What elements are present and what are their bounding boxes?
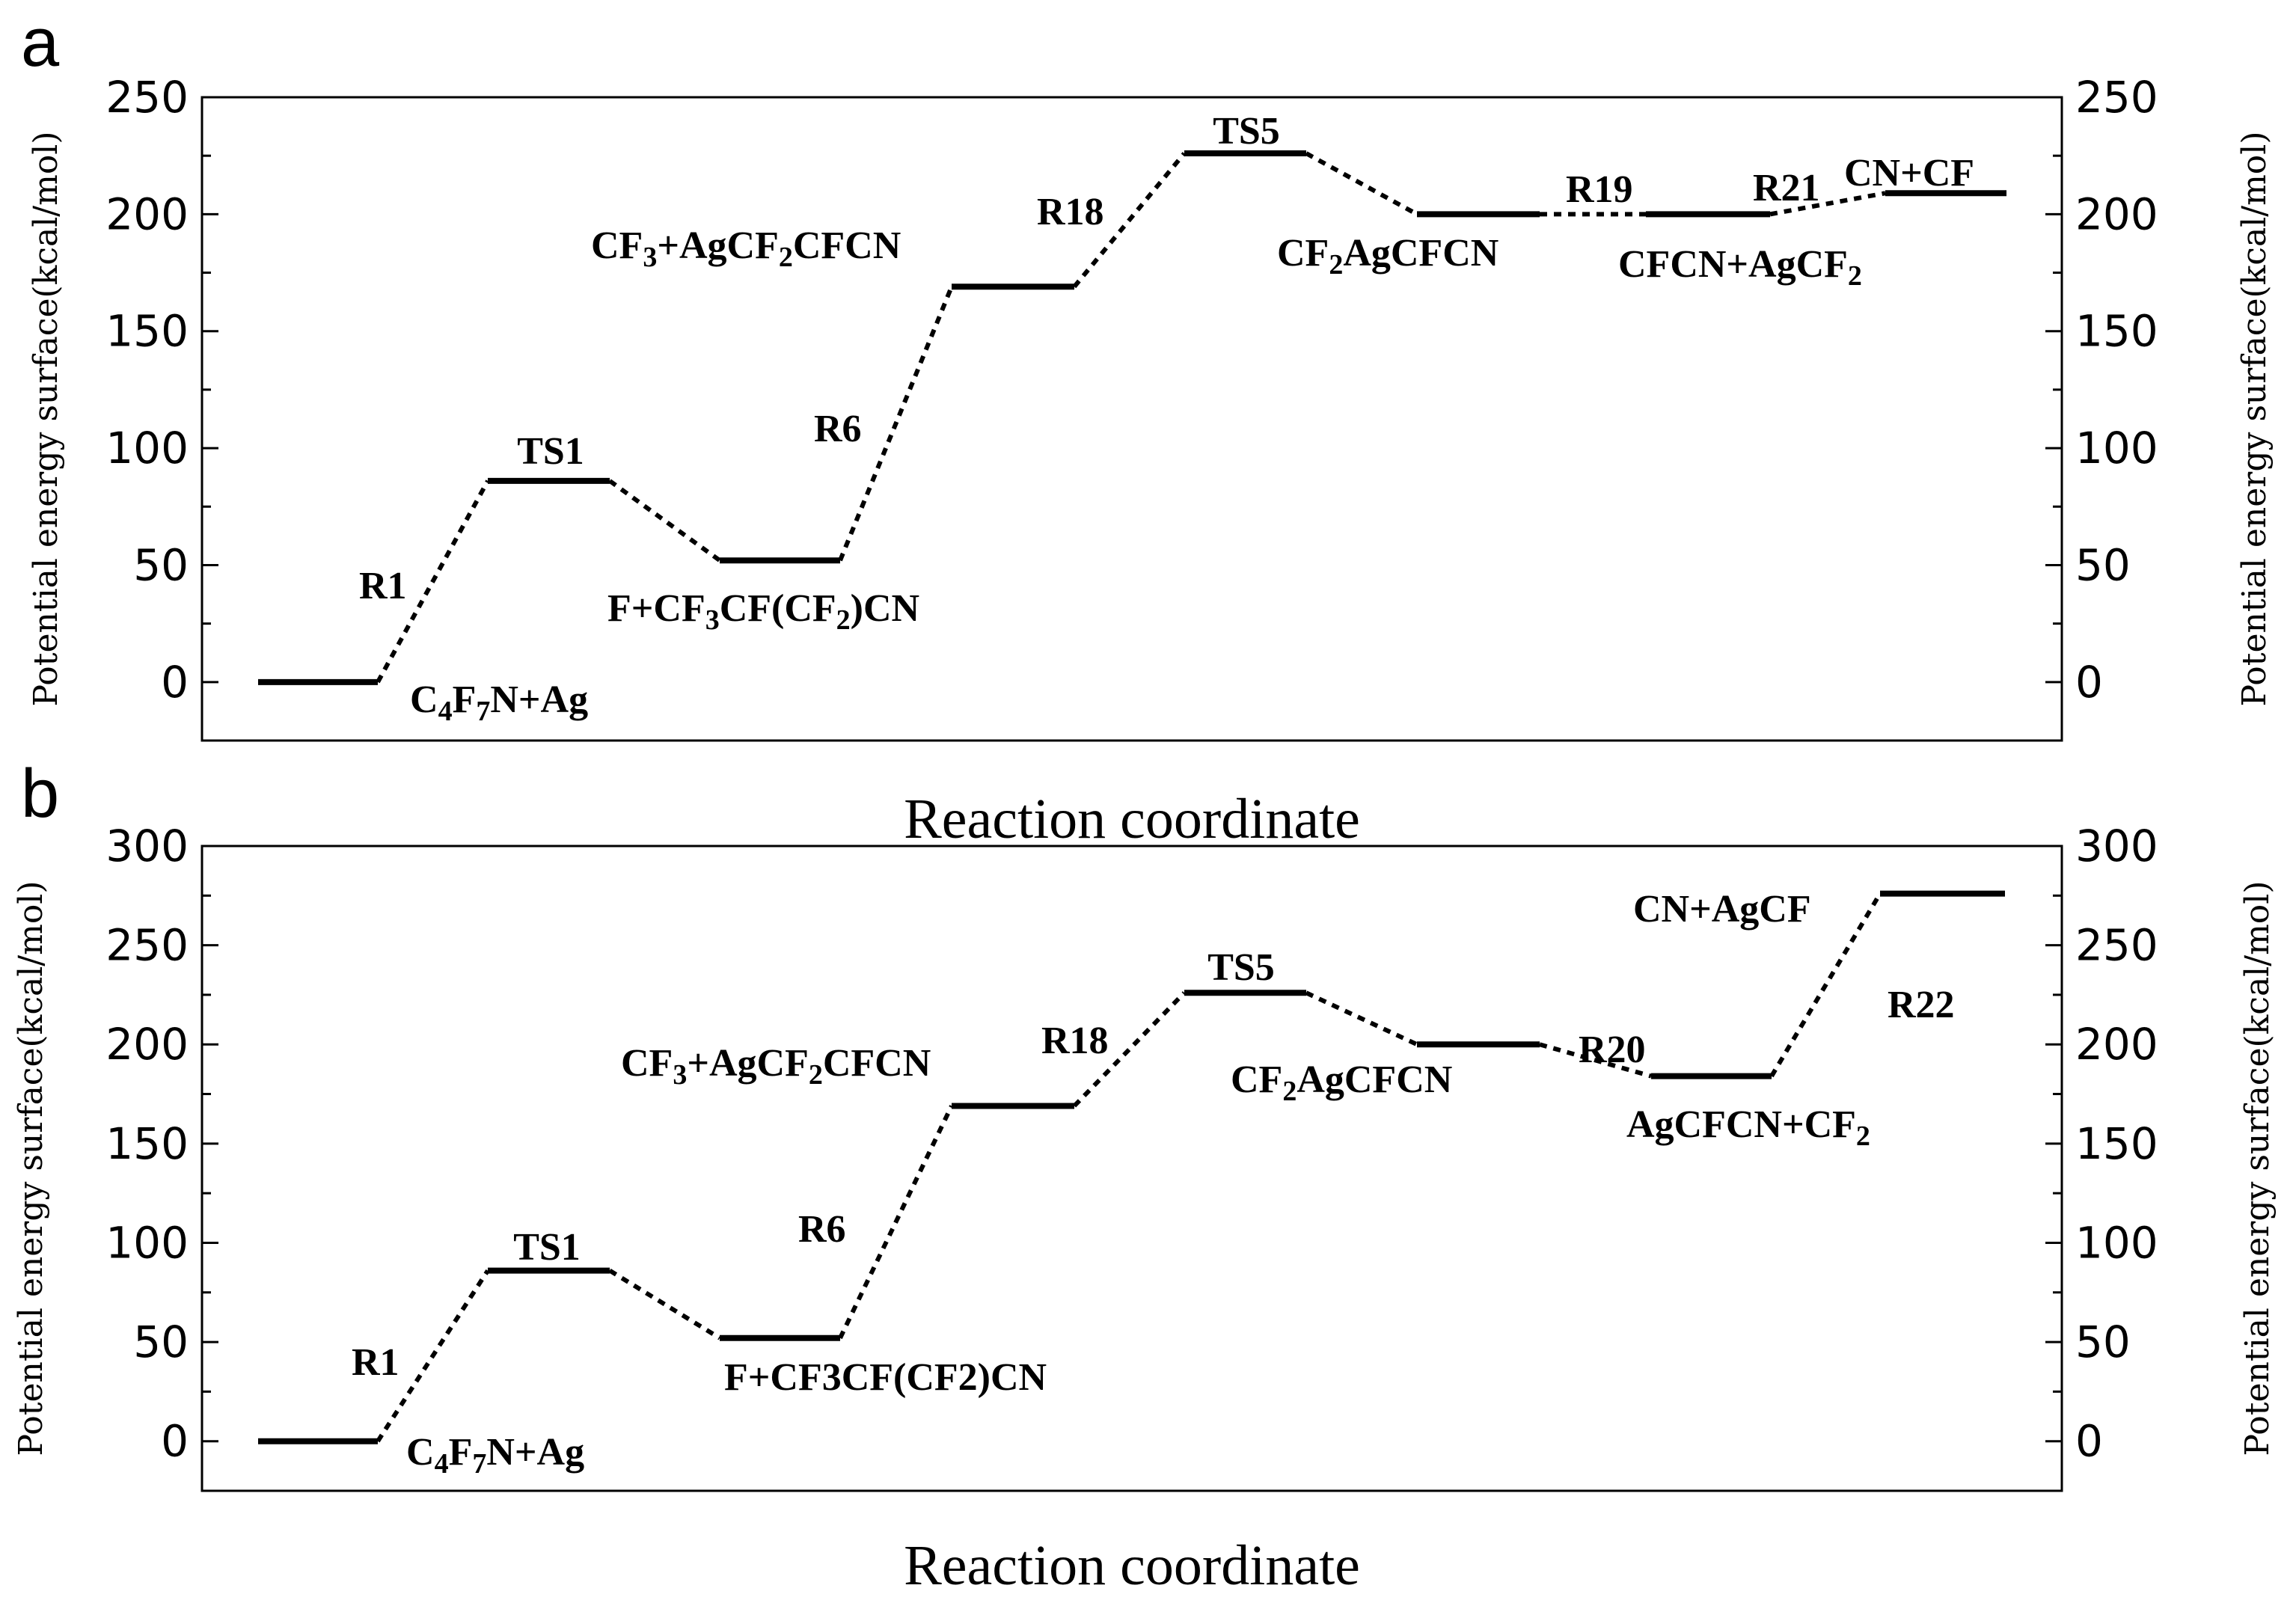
reaction-step-label: R22 (1888, 984, 1955, 1026)
reaction-step-label: R6 (798, 1208, 846, 1251)
y-tick-label-left: 100 (105, 1217, 189, 1268)
y-tick-label-left: 100 (105, 423, 189, 473)
y-tick-label-left: 0 (161, 1416, 189, 1467)
y-tick-label-left: 150 (105, 1118, 189, 1169)
species-label-5: CF2AgCFCN (1231, 1058, 1452, 1107)
y-tick-label-left: 250 (105, 920, 189, 971)
reaction-step-label: R1 (352, 1341, 399, 1384)
species-label-1: TS1 (517, 430, 584, 473)
transition-connector (1072, 991, 1187, 1108)
y-tick-label-right: 300 (2075, 821, 2158, 871)
reaction-step-label: R21 (1753, 167, 1820, 209)
y-tick-label-right: 0 (2075, 1416, 2103, 1467)
reaction-step-label: R1 (359, 565, 407, 607)
y-tick-label-right: 150 (2075, 1118, 2158, 1169)
species-label-5: CF2AgCFCN (1277, 232, 1498, 281)
x-axis-label: Reaction coordinate (904, 788, 1360, 850)
y-axis-label-right: Potential energy surface(kcal/mol) (2238, 880, 2277, 1456)
reaction-step-label: R6 (814, 408, 862, 450)
y-tick-label-right: 200 (2075, 189, 2158, 239)
y-tick-label-left: 150 (105, 306, 189, 357)
x-axis-label: Reaction coordinate (904, 1534, 1360, 1597)
transition-connector (376, 479, 490, 684)
y-tick-label-right: 200 (2075, 1019, 2158, 1070)
y-tick-label-right: 50 (2075, 1317, 2131, 1367)
transition-connector (838, 1105, 954, 1340)
transition-connector (1769, 191, 1886, 217)
reaction-step-label: R20 (1579, 1029, 1646, 1071)
y-axis-label-right: Potential energy surface(kcal/mol) (2235, 131, 2274, 706)
panel-letter: b (21, 756, 59, 832)
y-tick-label-left: 0 (161, 657, 189, 708)
panel-a: 0 0 50 50 100 100 150 150 200 200 250 250Potential … (21, 4, 2274, 850)
y-tick-label-left: 300 (105, 821, 189, 871)
panel-b: 0 0 50 50 100 100 150 150 200 200 250 250 300 300Pote… (12, 756, 2277, 1597)
species-label-7: CN+CF (1844, 152, 1974, 194)
transition-connector (1539, 1042, 1652, 1079)
species-label-0: C4F7N+Ag (406, 1431, 584, 1480)
species-label-7: CN+AgCF (1633, 888, 1811, 931)
transition-connector (1769, 892, 1882, 1078)
species-label-4: TS5 (1213, 110, 1280, 153)
y-tick-label-right: 250 (2075, 72, 2158, 123)
species-label-1: TS1 (513, 1226, 581, 1269)
y-tick-label-right: 50 (2075, 539, 2131, 590)
y-tick-label-right: 100 (2075, 1217, 2158, 1268)
plot-frame (200, 845, 2063, 1492)
transition-connector (1072, 152, 1187, 289)
species-label-2: F+CF3CF(CF2)CN (724, 1356, 1047, 1399)
transition-connector (1305, 151, 1418, 216)
panel-letter: a (21, 4, 60, 81)
y-tick-label-left: 50 (133, 1317, 189, 1367)
species-label-6: CFCN+AgCF2 (1618, 243, 1862, 292)
y-tick-label-right: 250 (2075, 920, 2158, 971)
species-label-2: F+CF3CF(CF2)CN (607, 587, 919, 636)
species-label-4: TS5 (1207, 946, 1275, 989)
species-label-6: AgCFCN+CF2 (1626, 1103, 1870, 1152)
plot-frame (200, 96, 2063, 742)
y-tick-label-right: 0 (2075, 657, 2103, 708)
species-label-0: C4F7N+Ag (410, 678, 588, 727)
y-tick-label-left: 200 (105, 1019, 189, 1070)
species-label-3: CF3+AgCF2CFCN (621, 1042, 931, 1091)
y-tick-label-right: 150 (2075, 306, 2158, 357)
y-tick-label-left: 50 (133, 539, 189, 590)
transition-connector (1305, 990, 1418, 1046)
y-tick-label-left: 200 (105, 189, 189, 239)
transition-connector (376, 1269, 490, 1443)
y-axis-label-left: Potential energy surface(kcal/mol) (27, 131, 65, 706)
species-label-3: CF3+AgCF2CFCN (591, 224, 901, 273)
y-axis-label-left: Potential energy surface(kcal/mol) (12, 880, 50, 1456)
transition-connector (608, 1269, 721, 1340)
transition-connector (838, 286, 954, 562)
y-tick-label-left: 250 (105, 72, 189, 123)
y-tick-label-right: 100 (2075, 423, 2158, 473)
reaction-step-label: R19 (1566, 168, 1633, 211)
transition-connector (608, 479, 721, 563)
reaction-step-label: R18 (1037, 191, 1104, 233)
reaction-step-label: R18 (1041, 1020, 1109, 1062)
